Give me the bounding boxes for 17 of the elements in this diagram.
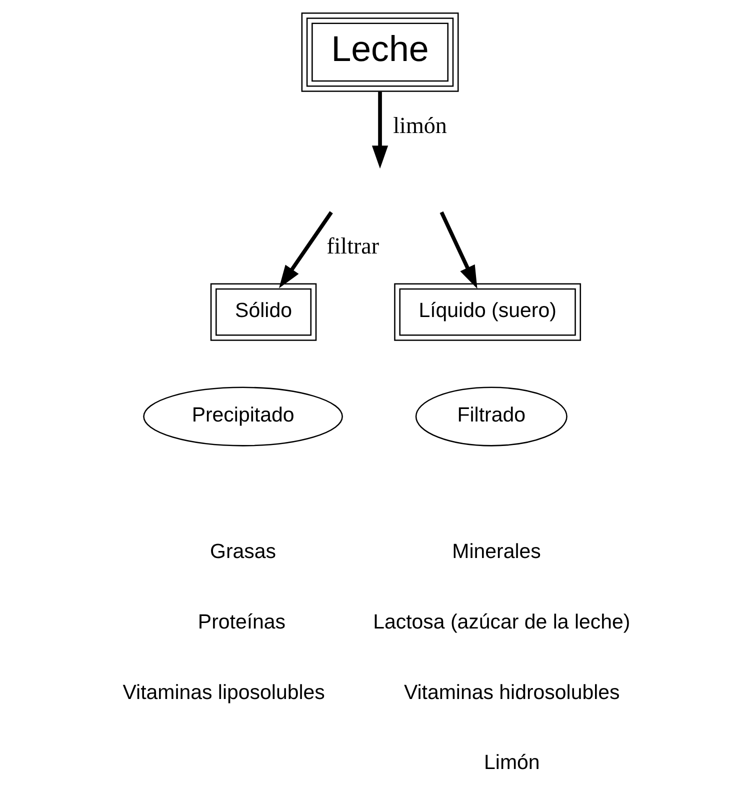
label: Proteínas [198, 610, 286, 634]
label: Lactosa (azúcar de la leche) [373, 610, 630, 634]
label: Minerales [452, 540, 541, 563]
label: Vitaminas liposolubles [122, 680, 325, 704]
arrow [278, 211, 333, 288]
edge-label: filtrar [326, 232, 380, 259]
node-box: Sólido [210, 283, 317, 341]
node-box: Líquido (suero) [394, 283, 582, 341]
node-box: Leche [301, 12, 459, 92]
arrow [440, 211, 478, 289]
arrow [372, 92, 388, 169]
label: Grasas [210, 540, 276, 563]
node-ellipse: Precipitado [143, 386, 343, 446]
label: Vitaminas hidrosolubles [404, 680, 620, 704]
edge-label: limón [393, 112, 447, 138]
node-ellipse: Filtrado [415, 386, 568, 446]
label: Limón [484, 751, 540, 774]
